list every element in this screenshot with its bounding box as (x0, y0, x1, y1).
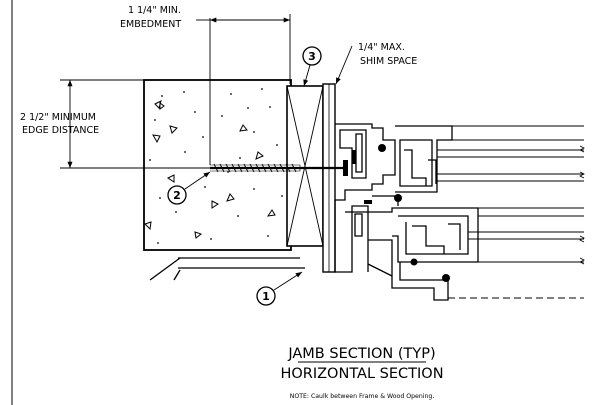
gaskets (352, 144, 450, 282)
embedment-label-line2: EMBEDMENT (120, 19, 181, 30)
wood-substrate (149, 257, 305, 281)
edge-label-line2: EDGE DISTANCE (22, 125, 99, 136)
callout-2-number: 2 (173, 189, 181, 202)
embedment-label-line1: 1 1/4" MIN. (128, 5, 181, 16)
shim-label-line2: SHIM SPACE (360, 56, 417, 67)
caulk-note: NOTE: Caulk between Frame & Wood Opening… (290, 393, 435, 400)
callout-2: 2 (167, 171, 211, 205)
wood-buck (286, 83, 336, 273)
callout-1: 1 (256, 271, 303, 306)
shim-leader (335, 45, 353, 85)
title-line1: JAMB SECTION (TYP) (287, 346, 435, 362)
anchor-screw (210, 160, 348, 176)
callout-3-number: 3 (308, 50, 316, 63)
embedment-dimension (196, 14, 291, 165)
callout-3: 3 (302, 46, 322, 87)
title-line2: HORIZONTAL SECTION (280, 366, 443, 382)
shim-label-line1: 1/4" MAX. (358, 42, 405, 53)
edge-distance-dimension (60, 79, 210, 169)
window-frame (334, 123, 479, 301)
break-marks (579, 145, 585, 265)
glazing-lines (437, 125, 584, 299)
edge-label-line1: 2 1/2" MINIMUM (20, 112, 96, 123)
callout-1-number: 1 (262, 290, 270, 303)
